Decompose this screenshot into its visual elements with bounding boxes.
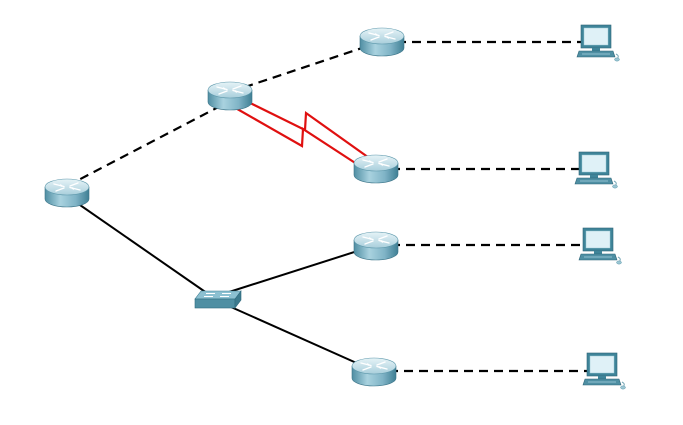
link-switch-router3 [225, 246, 371, 294]
switch-icon[interactable] [194, 290, 242, 309]
pc-icon[interactable] [574, 151, 618, 189]
pc-icon[interactable] [578, 227, 622, 265]
router-icon[interactable] [359, 27, 405, 57]
link-core-switch [66, 195, 215, 299]
link-upper-router1 [229, 40, 381, 94]
pc-icon[interactable] [582, 352, 626, 390]
router-icon[interactable] [351, 357, 397, 387]
router-icon[interactable] [44, 178, 90, 208]
serial-link-upper-router2-a [237, 96, 373, 161]
devices-layer [44, 24, 626, 390]
pc-icon[interactable] [576, 24, 620, 62]
router-icon[interactable] [353, 154, 399, 184]
links-layer [66, 40, 588, 373]
router-icon[interactable] [207, 81, 253, 111]
link-switch-router4 [221, 302, 371, 370]
link-core-upper [66, 101, 229, 187]
router-icon[interactable] [353, 231, 399, 261]
serial-link-upper-router2-b [231, 105, 367, 171]
